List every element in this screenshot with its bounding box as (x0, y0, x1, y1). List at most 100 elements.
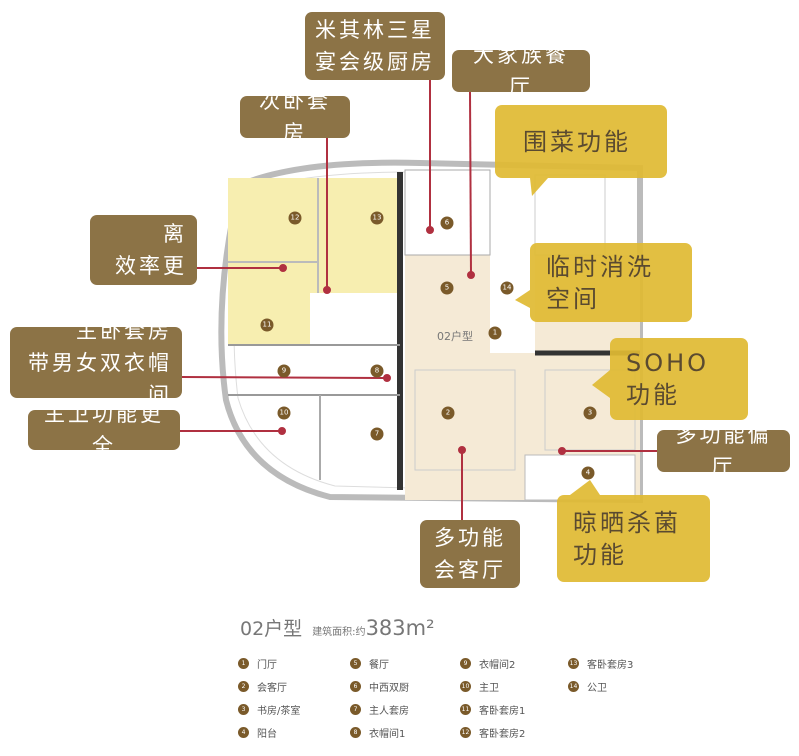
callout-text: 围菜功能 (523, 127, 631, 156)
legend-number: 12 (460, 726, 471, 738)
room-marker: 9 (277, 364, 291, 378)
room-marker: 10 (277, 406, 291, 420)
area-value: 383m² (365, 616, 435, 640)
legend-number: 4 (238, 726, 249, 738)
legend-item: 14 公卫 (568, 679, 678, 694)
room-marker: 7 (370, 427, 384, 441)
legend-item (568, 702, 678, 716)
legend-label: 客卧套房1 (479, 705, 526, 717)
legend-label: 会客厅 (257, 682, 287, 694)
callout-second-bedroom: 次卧套房 (240, 89, 350, 145)
unit-title: 02户型建筑面积:约383m² (240, 614, 435, 641)
callout-text: 多功能偏厅 (675, 423, 772, 479)
legend-number: 5 (350, 657, 361, 669)
callout-text: 米其林三星 (315, 18, 435, 42)
callout-master: 主卧套房带男女双衣帽间 (10, 319, 182, 407)
legend-number: 6 (350, 680, 361, 692)
legend-number: 9 (460, 657, 471, 669)
callout-kitchen: 米其林三星宴会级厨房 (305, 12, 445, 80)
callout-text: SOHO (626, 349, 710, 377)
callout-text: 功能 (626, 381, 680, 409)
legend-item: 1 门厅 (238, 656, 350, 671)
callout-text: 主卫功能更全 (44, 402, 164, 458)
room-marker: 1 (488, 326, 502, 340)
legend-number: 10 (460, 680, 471, 692)
legend-item: 8 衣帽间1 (350, 725, 460, 740)
legend-item: 2 会客厅 (238, 679, 350, 694)
kitchen (404, 169, 491, 256)
legend-label: 客卧套房3 (587, 659, 634, 671)
callout-text: 空间 (546, 284, 600, 313)
legend-number: 7 (350, 703, 361, 715)
room-marker: 5 (440, 281, 454, 295)
callout-text: 宴会级厨房 (315, 50, 435, 74)
unit-name: 02户型 (240, 618, 303, 640)
callout-living: 多功能会客厅 (420, 520, 520, 588)
callout-wash: 临时消洗空间 (530, 243, 692, 322)
callout-text: 效率更高 (115, 254, 187, 310)
legend-label: 客卧套房2 (479, 728, 526, 740)
legend-item: 11 客卧套房1 (460, 702, 568, 717)
legend-number: 11 (460, 703, 471, 715)
legend-label: 中西双厨 (369, 682, 409, 694)
legend-number: 14 (568, 680, 579, 692)
legend-item: 4 阳台 (238, 725, 350, 740)
room-legend: 1 门厅 5 餐厅 9 衣帽间2 13 客卧套房3 2 会客厅 6 中西双厨 10 主卫 14 公卫 3 书房/茶… (238, 656, 678, 740)
legend-item: 6 中西双厨 (350, 679, 460, 694)
legend-item: 7 主人套房 (350, 702, 460, 717)
room-marker: 6 (440, 216, 454, 230)
legend-number: 8 (350, 726, 361, 738)
callout-text: 多功能 (434, 526, 506, 550)
legend-item (568, 725, 678, 739)
legend-item: 13 客卧套房3 (568, 656, 678, 671)
callout-text: 会客厅 (434, 558, 506, 582)
area-label: 建筑面积:约 (312, 627, 366, 638)
room-marker: 12 (288, 211, 302, 225)
callout-text: 带男女双衣帽间 (28, 350, 172, 407)
room-marker: 8 (370, 364, 384, 378)
legend-number: 13 (568, 657, 579, 669)
legend-number: 2 (238, 680, 249, 692)
room-marker: 2 (441, 406, 455, 420)
callout-master-bath: 主卫功能更全 (28, 402, 180, 458)
legend-item: 3 书房/茶室 (238, 702, 350, 717)
legend-label: 主卫 (479, 682, 499, 694)
callout-text: 干湿分离 (115, 190, 187, 246)
room-marker: 3 (583, 406, 597, 420)
room-marker: 13 (370, 211, 384, 225)
room-marker: 4 (581, 466, 595, 480)
legend-label: 书房/茶室 (257, 705, 301, 717)
callout-dining: 大家族餐厅 (452, 43, 590, 99)
corridor (310, 293, 400, 345)
callout-text: 晾晒杀菌 (573, 508, 681, 537)
callout-text: 次卧套房 (259, 89, 331, 145)
plan-label: 02户型 (437, 330, 473, 343)
legend-label: 衣帽间2 (479, 659, 516, 671)
callout-drying: 晾晒杀菌功能 (557, 495, 710, 582)
legend-label: 公卫 (587, 682, 607, 694)
callout-prep: 围菜功能 (495, 105, 667, 178)
room-marker: 11 (260, 318, 274, 332)
room-marker: 14 (500, 281, 514, 295)
callout-text: 大家族餐厅 (473, 43, 569, 99)
stair-core (534, 174, 606, 256)
legend-item: 9 衣帽间2 (460, 656, 568, 671)
legend-label: 门厅 (257, 659, 277, 671)
legend-label: 阳台 (257, 728, 277, 740)
legend-number: 1 (238, 657, 249, 669)
legend-label: 餐厅 (369, 659, 389, 671)
callout-text: 临时消洗 (546, 252, 654, 281)
legend-item: 5 餐厅 (350, 656, 460, 671)
leader-lines (180, 80, 657, 520)
callout-text: 主卧套房 (76, 318, 172, 343)
callout-side-hall: 多功能偏厅 (657, 423, 790, 479)
callout-soho: SOHO 功能 (610, 338, 748, 420)
legend-label: 主人套房 (369, 705, 409, 717)
legend-item: 10 主卫 (460, 679, 568, 694)
legend-item: 12 客卧套房2 (460, 725, 568, 740)
callout-text: 功能 (573, 540, 627, 569)
legend-number: 3 (238, 703, 249, 715)
callout-dry-wet: 干湿分离效率更高 (90, 190, 197, 310)
legend-label: 衣帽间1 (369, 728, 406, 740)
